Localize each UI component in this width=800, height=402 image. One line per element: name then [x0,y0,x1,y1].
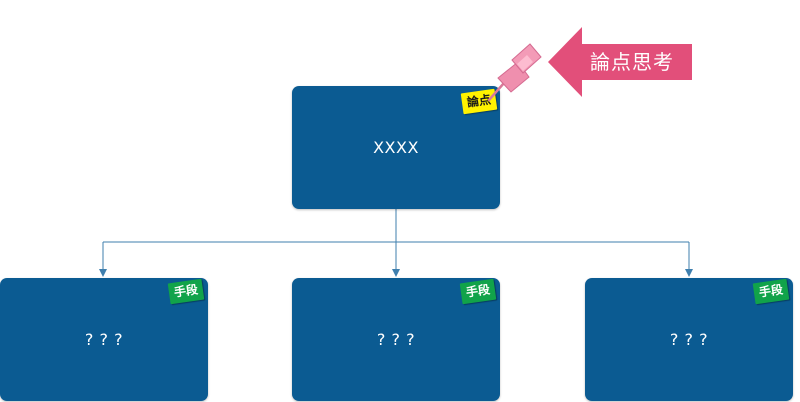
child-node-left: ? ? ? 手段 [0,278,208,401]
callout-arrow: 論点思考 [548,27,692,97]
child-node-label: ? ? ? [84,330,124,349]
left-arrow-callout-icon [548,27,692,97]
root-node-label: XXXX [373,138,419,157]
child-node-label: ? ? ? [669,330,709,349]
child-node-label: ? ? ? [376,330,416,349]
root-node: XXXX 論点 [292,86,500,209]
means-tag: 手段 [459,278,497,305]
child-node-center: ? ? ? 手段 [292,278,500,401]
callout-label: 論点思考 [590,50,674,74]
child-node-right: ? ? ? 手段 [585,278,793,401]
pushpin-icon [481,40,543,110]
means-tag: 手段 [167,278,205,305]
means-tag: 手段 [752,278,790,305]
